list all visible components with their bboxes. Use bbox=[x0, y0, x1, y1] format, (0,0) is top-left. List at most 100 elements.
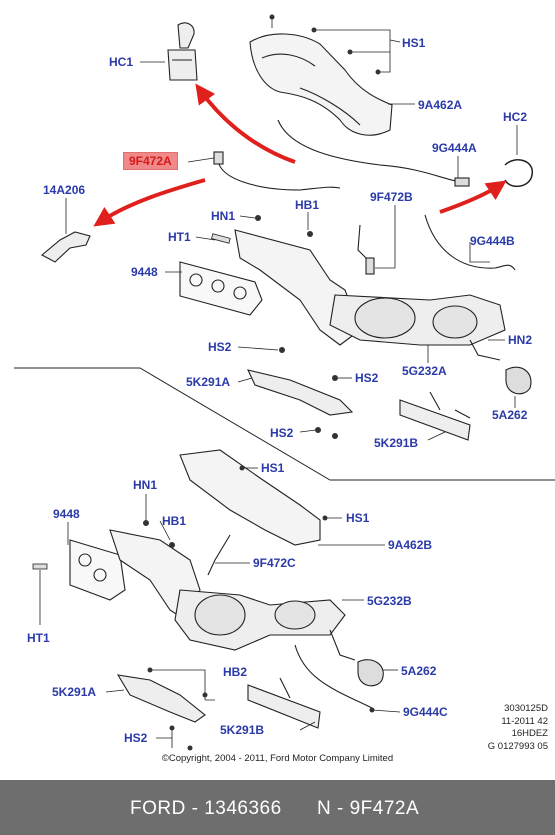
label-9g444b: 9G444B bbox=[470, 234, 515, 248]
footer-bar: FORD - 1346366 N - 9F472A bbox=[0, 780, 555, 835]
label-9f472a-highlighted: 9F472A bbox=[123, 152, 178, 170]
leader-hs1-top bbox=[271, 18, 401, 73]
nut bbox=[332, 375, 338, 381]
drawing-code: 16HDEZ bbox=[511, 728, 548, 739]
bolt bbox=[239, 465, 245, 471]
label-hs1: HS1 bbox=[261, 461, 285, 475]
nut bbox=[143, 520, 149, 526]
label-hb1: HB1 bbox=[162, 514, 187, 528]
sensor-9g444a bbox=[454, 177, 470, 187]
red-arrow-to-hc1 bbox=[195, 83, 296, 164]
red-arrow-to-14a206 bbox=[93, 178, 206, 227]
label-hs2: HS2 bbox=[208, 340, 232, 354]
label-hc1: HC1 bbox=[109, 55, 134, 69]
manifold-top bbox=[234, 229, 361, 346]
label-hn1: HN1 bbox=[211, 209, 236, 223]
drawing-codes: 3030125D 11-2011 42 16HDEZ G 0127993 05 bbox=[468, 703, 548, 753]
leader-hb2 bbox=[150, 669, 215, 701]
label-5a262: 5A262 bbox=[492, 408, 528, 422]
clip-hc2 bbox=[504, 159, 533, 187]
bracket-5k291a-top bbox=[247, 369, 354, 416]
sensor-9f472b bbox=[357, 224, 371, 263]
heat-shield-lower bbox=[179, 449, 321, 546]
leader-5k291a-top bbox=[237, 377, 253, 383]
bolt bbox=[269, 14, 275, 20]
label-9448: 9448 bbox=[53, 507, 80, 521]
heat-shield-upper bbox=[249, 33, 393, 136]
leader-hn1-top bbox=[239, 215, 256, 219]
label-hs2: HS2 bbox=[124, 731, 148, 745]
label-5k291b: 5K291B bbox=[374, 436, 419, 450]
bolt bbox=[347, 49, 353, 55]
label-hs2: HS2 bbox=[270, 426, 294, 440]
leader-9g444c bbox=[371, 709, 401, 713]
leader-hb1-bot bbox=[159, 520, 171, 541]
label-hn2: HN2 bbox=[508, 333, 533, 347]
leader-5k291b-bot bbox=[299, 721, 316, 731]
bracket-5k291a-bot bbox=[116, 674, 206, 723]
label-hn1: HN1 bbox=[133, 478, 158, 492]
label-5a262: 5A262 bbox=[401, 664, 437, 678]
footer-part-number: FORD - 1346366 bbox=[130, 798, 282, 819]
label-hc2: HC2 bbox=[503, 110, 528, 124]
label-5k291b: 5K291B bbox=[220, 723, 265, 737]
bracket-14a206 bbox=[41, 231, 91, 263]
nut bbox=[255, 215, 261, 221]
pipe-hn2 bbox=[469, 339, 501, 361]
sensor-cable-9g444b bbox=[424, 214, 516, 271]
label-9448: 9448 bbox=[131, 265, 158, 279]
nut bbox=[332, 433, 338, 439]
label-9f472b: 9F472B bbox=[370, 190, 413, 204]
clip-hc1 bbox=[167, 22, 198, 81]
leader-5k291a-bot bbox=[105, 689, 125, 693]
nut bbox=[315, 427, 321, 433]
copyright-notice: ©Copyright, 2004 - 2011, Ford Motor Comp… bbox=[161, 753, 394, 764]
label-5g232a: 5G232A bbox=[402, 364, 447, 378]
leader-9g444b bbox=[469, 242, 490, 263]
pipe-lower bbox=[329, 629, 356, 661]
footer-ref-number: N - 9F472A bbox=[317, 798, 420, 819]
stud-ht1-top bbox=[211, 233, 231, 244]
label-5k291a: 5K291A bbox=[52, 685, 97, 699]
gasket-9448-top bbox=[179, 261, 263, 316]
label-ht1: HT1 bbox=[27, 631, 50, 645]
bolt bbox=[169, 725, 175, 731]
bolt bbox=[322, 515, 328, 521]
mount-5a262-top bbox=[505, 366, 532, 395]
sensor-cable-9g444a bbox=[277, 119, 461, 183]
leader-ht1-top bbox=[195, 236, 216, 241]
leader-9f472a bbox=[187, 157, 215, 163]
drawing-code: G 0127993 05 bbox=[487, 740, 548, 752]
label-9g444c: 9G444C bbox=[403, 705, 448, 719]
bracket-5k291b-top bbox=[399, 391, 471, 441]
sensor-cable-9g444c bbox=[294, 644, 373, 709]
label-hb2: HB2 bbox=[223, 665, 248, 679]
leader-hs2-d bbox=[156, 728, 173, 748]
nut bbox=[307, 231, 313, 237]
red-arrow-to-hc2 bbox=[439, 180, 507, 214]
mount-5a262-bot bbox=[357, 659, 384, 687]
label-ht1: HT1 bbox=[168, 230, 191, 244]
label-9g444a: 9G444A bbox=[432, 141, 477, 155]
sensor-9f472c bbox=[207, 534, 231, 576]
sensor-9f472a bbox=[213, 151, 224, 165]
bolt bbox=[187, 745, 193, 751]
drawing-code: 3030125D bbox=[504, 703, 548, 714]
nut bbox=[279, 347, 285, 353]
bolt bbox=[311, 27, 317, 33]
leader-9f472b bbox=[375, 205, 396, 269]
stud-ht1-bot bbox=[32, 563, 48, 570]
label-9f472c: 9F472C bbox=[253, 556, 296, 570]
label-9a462a: 9A462A bbox=[418, 98, 463, 112]
label-5g232b: 5G232B bbox=[367, 594, 412, 608]
divider-line bbox=[14, 367, 555, 481]
leader-5k291b-top bbox=[427, 431, 446, 441]
sensor-end bbox=[369, 707, 375, 713]
bolt bbox=[202, 692, 208, 698]
bolt bbox=[147, 667, 153, 673]
label-hs1: HS1 bbox=[402, 36, 426, 50]
drawing-code: 11-2011 42 bbox=[501, 715, 548, 727]
label-hs2: HS2 bbox=[355, 371, 379, 385]
label-hb1: HB1 bbox=[295, 198, 320, 212]
nut bbox=[169, 542, 175, 548]
